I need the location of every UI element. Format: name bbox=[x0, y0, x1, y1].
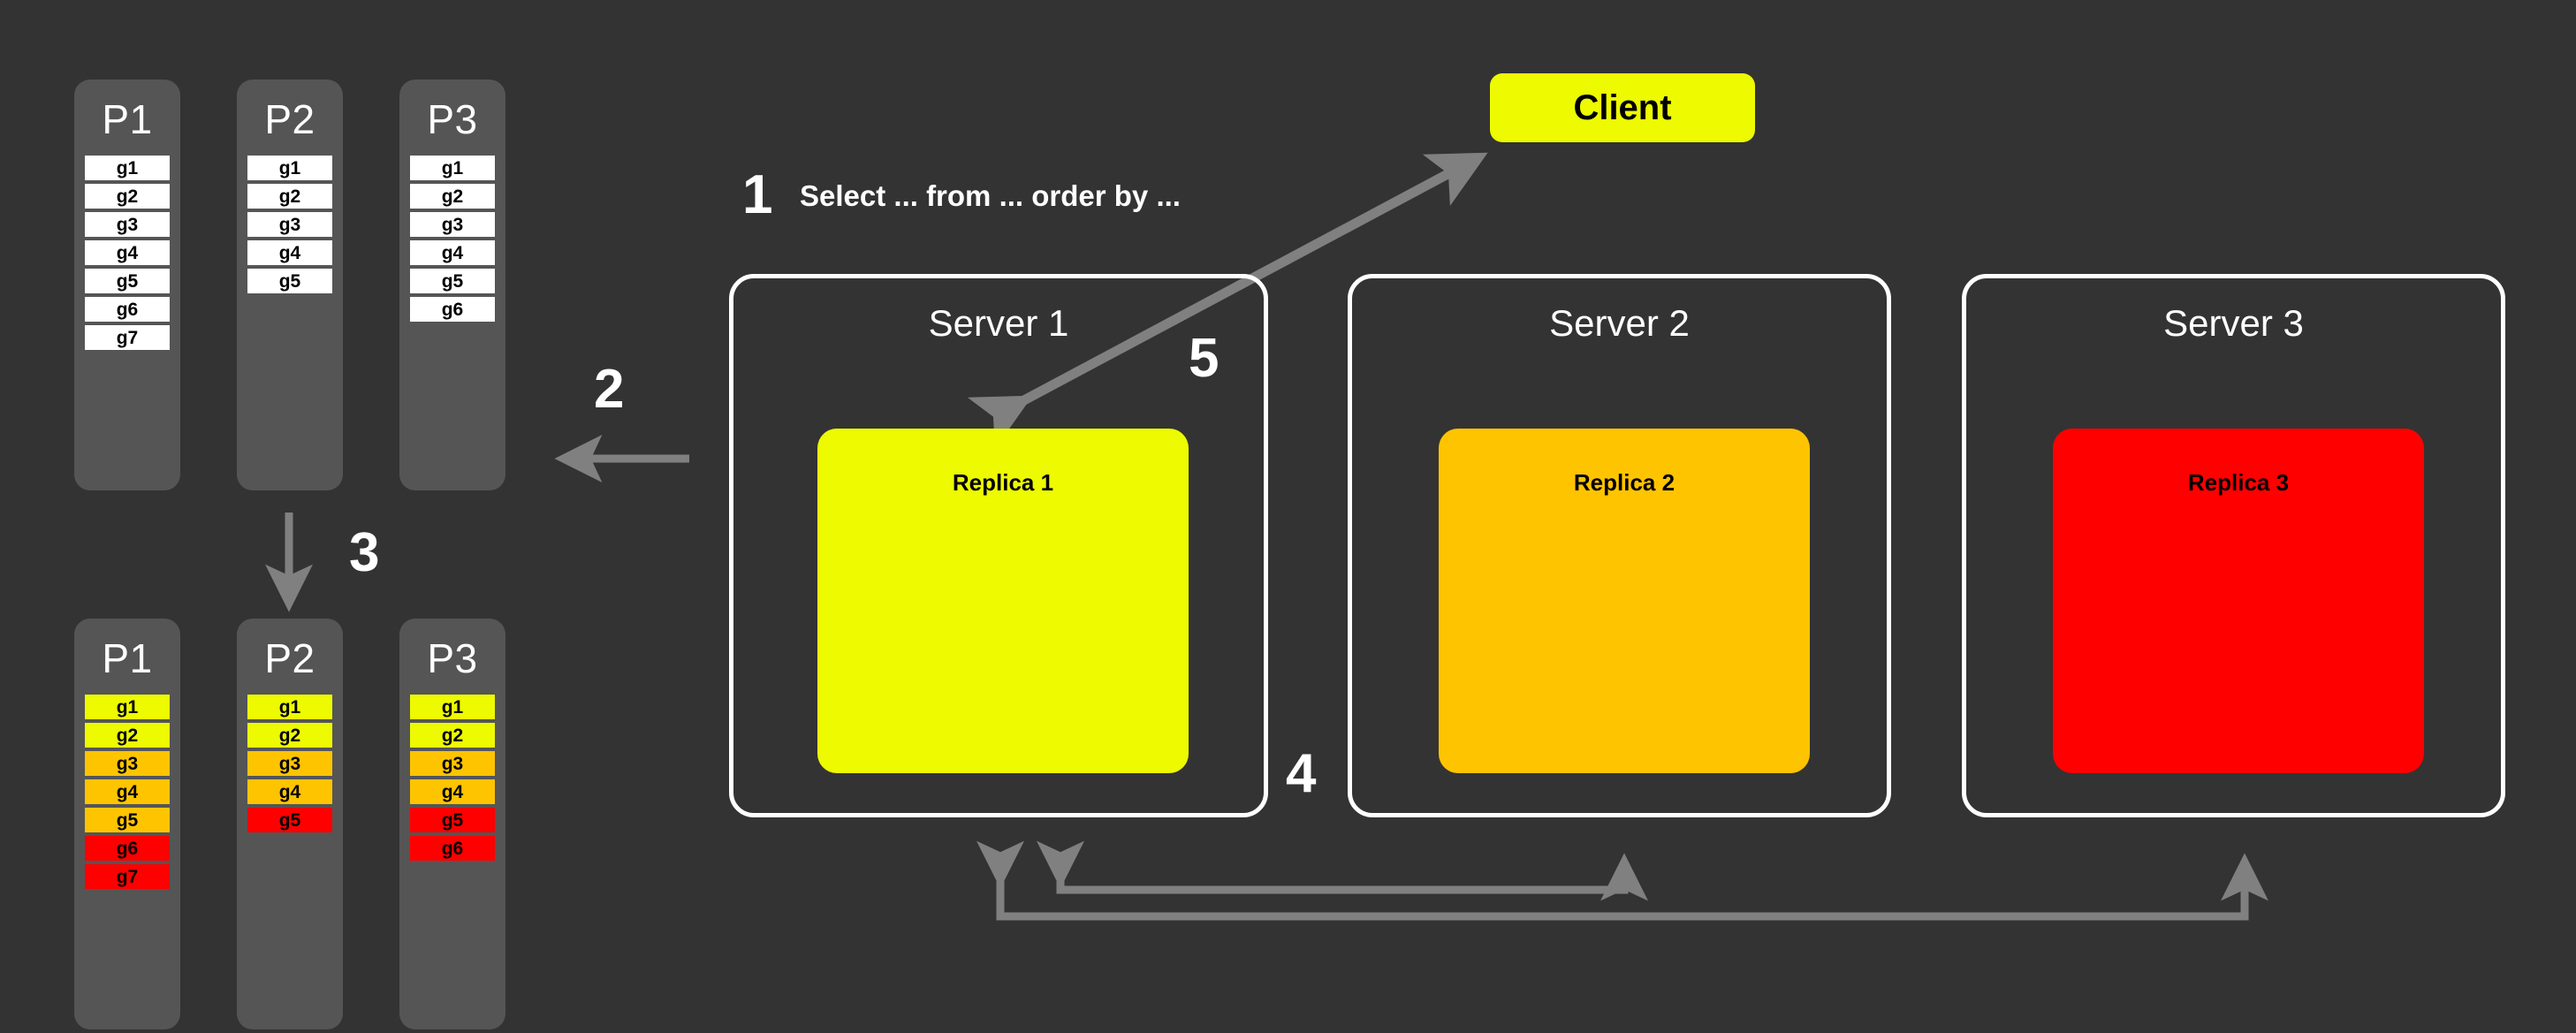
partition-cell: g3 bbox=[85, 751, 170, 776]
partition-cells: g1 g2 g3 g4 g5 g6 bbox=[399, 695, 505, 861]
client-label: Client bbox=[1573, 88, 1672, 127]
arrow-step-4-inner bbox=[1037, 840, 1648, 901]
replica-label: Replica 3 bbox=[2187, 469, 2290, 496]
partition-column-bottom-p3: P3 g1 g2 g3 g4 g5 g6 bbox=[399, 619, 505, 1029]
partition-column-top-p1: P1 g1 g2 g3 g4 g5 g6 g7 bbox=[74, 80, 180, 490]
partition-cell: g5 bbox=[247, 269, 332, 293]
replica-box-3[interactable]: Replica 3 bbox=[2053, 429, 2424, 773]
server-title: Server 2 bbox=[1549, 302, 1690, 344]
partition-cells: g1 g2 g3 g4 g5 bbox=[237, 156, 343, 293]
partition-cell: g1 bbox=[85, 156, 170, 180]
server-box-2[interactable]: Server 2 Replica 2 bbox=[1348, 274, 1891, 817]
partition-cell: g2 bbox=[85, 184, 170, 209]
partition-cell: g4 bbox=[247, 240, 332, 265]
partition-cell: g4 bbox=[85, 240, 170, 265]
partition-label: P1 bbox=[102, 96, 153, 142]
partition-cell: g5 bbox=[85, 808, 170, 832]
step-number-1: 1 bbox=[742, 164, 773, 225]
partition-cell: g2 bbox=[247, 184, 332, 209]
replica-box-2[interactable]: Replica 2 bbox=[1439, 429, 1810, 773]
partition-cell: g3 bbox=[247, 212, 332, 237]
partition-cell: g1 bbox=[247, 156, 332, 180]
server-box-1[interactable]: Server 1 Replica 1 bbox=[729, 274, 1268, 817]
partition-cell: g5 bbox=[85, 269, 170, 293]
partition-cell: g3 bbox=[410, 751, 495, 776]
partition-cell: g7 bbox=[85, 325, 170, 350]
client-box[interactable]: Client bbox=[1490, 73, 1755, 142]
server-title: Server 3 bbox=[2163, 302, 2304, 344]
partition-label: P2 bbox=[264, 635, 315, 681]
partition-cells: g1 g2 g3 g4 g5 bbox=[237, 695, 343, 832]
partition-cells: g1 g2 g3 g4 g5 g6 g7 bbox=[74, 695, 180, 889]
partition-cell: g6 bbox=[85, 836, 170, 861]
partition-cell: g5 bbox=[410, 808, 495, 832]
partition-column-bottom-p2: P2 g1 g2 g3 g4 g5 bbox=[237, 619, 343, 1029]
server-title: Server 1 bbox=[928, 302, 1069, 344]
partition-cell: g2 bbox=[85, 723, 170, 748]
partition-column-top-p3: P3 g1 g2 g3 g4 g5 g6 bbox=[399, 80, 505, 490]
partition-cell: g1 bbox=[247, 695, 332, 719]
partition-cell: g4 bbox=[247, 779, 332, 804]
partition-cell: g5 bbox=[410, 269, 495, 293]
partition-label: P3 bbox=[427, 635, 478, 681]
partition-cell: g4 bbox=[410, 779, 495, 804]
replica-label: Replica 1 bbox=[952, 469, 1054, 496]
partition-cell: g4 bbox=[410, 240, 495, 265]
replica-box-1[interactable]: Replica 1 bbox=[817, 429, 1189, 773]
partition-cell: g4 bbox=[85, 779, 170, 804]
partition-cell: g7 bbox=[85, 864, 170, 889]
partition-column-top-p2: P2 g1 g2 g3 g4 g5 bbox=[237, 80, 343, 490]
partition-cell: g6 bbox=[410, 836, 495, 861]
partition-label: P1 bbox=[102, 635, 153, 681]
server-box-3[interactable]: Server 3 Replica 3 bbox=[1962, 274, 2505, 817]
partition-cell: g3 bbox=[247, 751, 332, 776]
partition-label: P2 bbox=[264, 96, 315, 142]
partition-cells: g1 g2 g3 g4 g5 g6 g7 bbox=[74, 156, 180, 350]
partition-cell: g3 bbox=[410, 212, 495, 237]
partition-cell: g1 bbox=[410, 156, 495, 180]
partition-label: P3 bbox=[427, 96, 478, 142]
step-number-4: 4 bbox=[1286, 743, 1317, 804]
step-number-2: 2 bbox=[594, 359, 625, 420]
partition-cell: g2 bbox=[247, 723, 332, 748]
partition-cells: g1 g2 g3 g4 g5 g6 bbox=[399, 156, 505, 322]
arrow-step-4-outer bbox=[976, 840, 2268, 921]
partition-cell: g6 bbox=[410, 297, 495, 322]
partition-cell: g6 bbox=[85, 297, 170, 322]
partition-cell: g1 bbox=[85, 695, 170, 719]
step-number-3: 3 bbox=[349, 522, 380, 583]
step-1-caption: Select ... from ... order by ... bbox=[800, 179, 1181, 212]
partition-cell: g5 bbox=[247, 808, 332, 832]
partition-cell: g2 bbox=[410, 723, 495, 748]
partition-column-bottom-p1: P1 g1 g2 g3 g4 g5 g6 g7 bbox=[74, 619, 180, 1029]
step-number-5: 5 bbox=[1189, 328, 1220, 389]
replica-label: Replica 2 bbox=[1573, 469, 1676, 496]
partition-cell: g1 bbox=[410, 695, 495, 719]
partition-cell: g2 bbox=[410, 184, 495, 209]
partition-cell: g3 bbox=[85, 212, 170, 237]
